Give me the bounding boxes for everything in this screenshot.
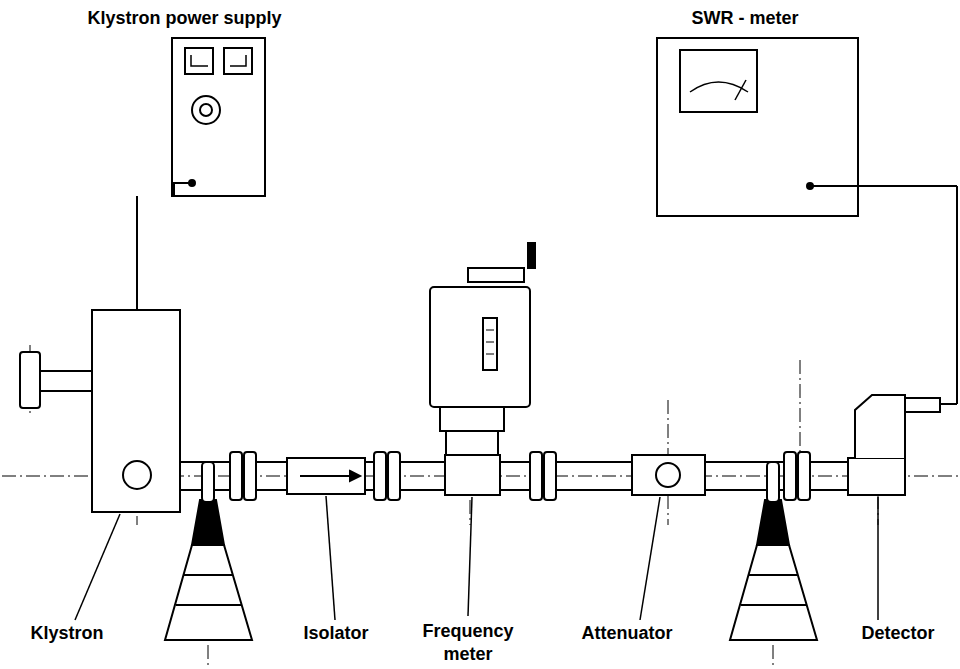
part-label: Attenuator bbox=[562, 622, 692, 645]
part-label: Frequency meter bbox=[413, 620, 523, 665]
part-label: Klystron bbox=[12, 622, 122, 645]
instrument-heading: Klystron power supply bbox=[87, 8, 281, 29]
instrument-box: Klystron power supply bbox=[83, 8, 286, 200]
part-label: Detector bbox=[843, 622, 953, 645]
part-label: Isolator bbox=[286, 622, 386, 645]
instrument-heading: SWR - meter bbox=[691, 8, 798, 29]
instrument-box: SWR - meter bbox=[635, 8, 855, 220]
